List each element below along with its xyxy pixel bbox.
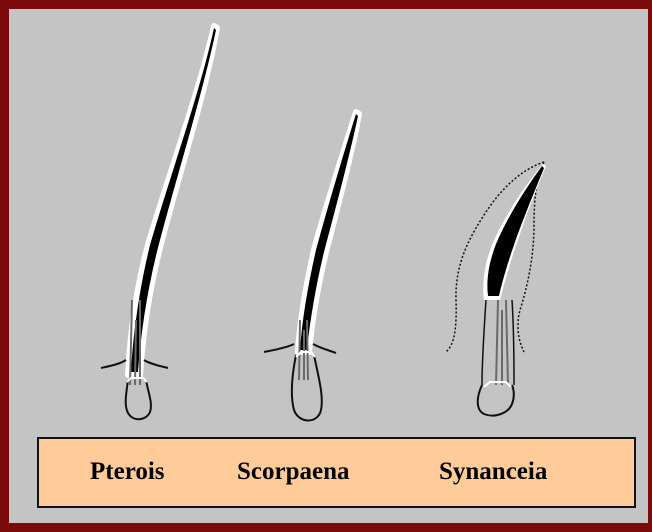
synanceia-spine — [446, 162, 546, 416]
label-scorpaena: Scorpaena — [237, 457, 350, 487]
label-box: Pterois Scorpaena Synanceia — [37, 437, 636, 508]
scorpaena-spine — [264, 112, 359, 421]
label-synanceia: Synanceia — [439, 457, 547, 487]
pterois-spine — [101, 26, 217, 419]
label-pterois: Pterois — [90, 457, 165, 487]
